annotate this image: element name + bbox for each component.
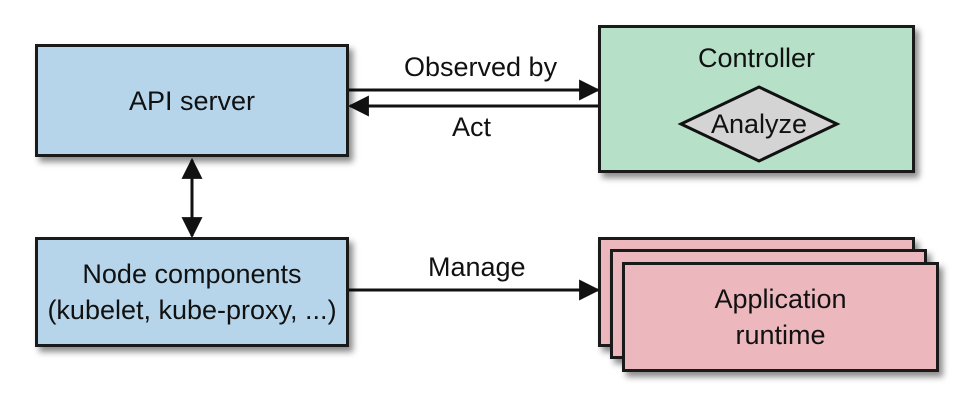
api-server-box: API server [35,44,349,157]
application-runtime-line1: Application [714,284,847,314]
application-runtime-box: Application runtime [622,262,939,372]
application-runtime-line2: runtime [735,320,826,350]
controller-label: Controller [697,43,816,73]
node-components-detail: (kubelet, kube-proxy, ...) [47,295,337,325]
analyze-diamond [677,85,841,163]
manage-label: Manage [428,252,526,282]
controller-box: Controller Analyze [598,25,915,173]
node-components-box: Node components (kubelet, kube-proxy, ..… [35,237,349,347]
observed-by-label: Observed by [404,52,558,82]
node-components-title: Node components [82,259,302,289]
analyze-label: Analyze [710,109,808,139]
act-label: Act [452,112,492,142]
api-server-label: API server [128,85,256,116]
